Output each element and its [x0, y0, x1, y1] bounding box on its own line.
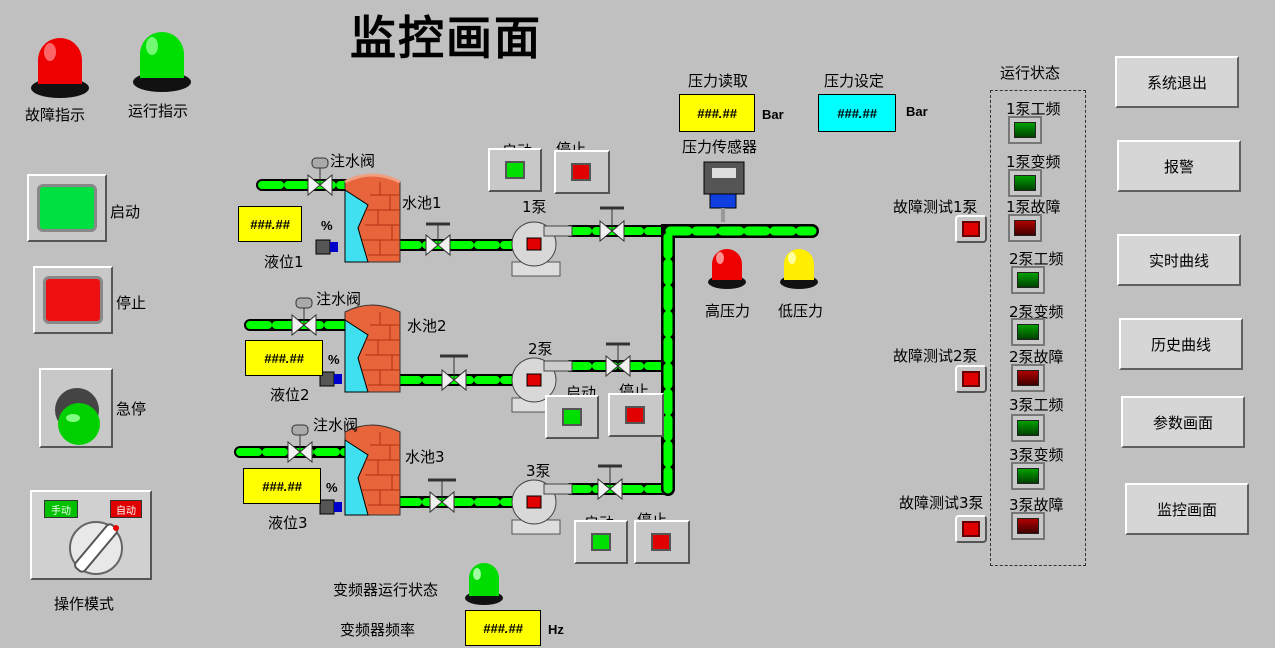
- status-2-indicator: [1008, 169, 1042, 197]
- pump-3-stop-button[interactable]: [634, 520, 690, 564]
- pressure-sensor-label: 压力传感器: [682, 138, 758, 156]
- selector-knob-icon: [69, 521, 123, 575]
- tank-3-name: 水池3: [405, 448, 445, 466]
- emergency-stop-label: 急停: [116, 400, 147, 418]
- status-6-label: 2泵故障: [1009, 348, 1064, 366]
- fault-test-2-label: 故障测试2泵: [893, 347, 978, 365]
- pressure-read-label: 压力读取: [688, 72, 749, 90]
- parameter-screen-button[interactable]: 参数画面: [1121, 396, 1245, 448]
- tank-1-level-label: 液位1: [264, 253, 304, 271]
- run-indicator-label: 运行指示: [128, 102, 189, 120]
- high-pressure-label: 高压力: [705, 302, 751, 320]
- stop-label: 停止: [116, 294, 147, 312]
- mode-selector-switch[interactable]: 手动 自动: [30, 490, 152, 580]
- vfd-frequency-unit: Hz: [548, 622, 564, 637]
- inlet-valve-icons: [287, 157, 333, 464]
- pump-1-start-button[interactable]: [488, 148, 542, 192]
- tank-1-level-unit: %: [321, 218, 333, 233]
- status-8-indicator: [1011, 462, 1045, 490]
- tank-2-level-unit: %: [328, 352, 340, 367]
- fault-test-2-button[interactable]: [955, 365, 987, 393]
- outlet-valve-icons: [425, 206, 631, 514]
- fault-test-1-label: 故障测试1泵: [893, 198, 978, 216]
- level-sensor-icons: [315, 239, 342, 515]
- vfd-status-lamp: [465, 563, 503, 605]
- tank-1-icon: [344, 173, 401, 263]
- status-1-label: 1泵工频: [1006, 100, 1061, 118]
- tank-1-name: 水池1: [402, 194, 442, 212]
- history-curve-button[interactable]: 历史曲线: [1119, 318, 1243, 370]
- status-7-indicator: [1011, 414, 1045, 442]
- pump-1-stop-button[interactable]: [554, 150, 610, 194]
- fault-test-1-button[interactable]: [955, 215, 987, 243]
- monitor-screen-button[interactable]: 监控画面: [1125, 483, 1249, 535]
- tank-2-level-label: 液位2: [270, 386, 310, 404]
- tank-3-icon: [344, 424, 401, 516]
- start-label: 启动: [110, 203, 141, 221]
- status-9-indicator: [1011, 512, 1045, 540]
- low-pressure-label: 低压力: [778, 302, 824, 320]
- status-8-label: 3泵变频: [1009, 446, 1064, 464]
- status-4-label: 2泵工频: [1009, 250, 1064, 268]
- alarm-button[interactable]: 报警: [1117, 140, 1241, 192]
- run-indicator-lamp: [133, 32, 191, 92]
- pump-2-name: 2泵: [528, 340, 553, 358]
- pump-3-name: 3泵: [526, 462, 551, 480]
- fault-indicator-lamp: [31, 38, 89, 98]
- exit-system-button[interactable]: 系统退出: [1115, 56, 1239, 108]
- status-3-indicator: [1008, 214, 1042, 242]
- vfd-status-label: 变频器运行状态: [333, 581, 439, 599]
- stop-button[interactable]: [33, 266, 113, 334]
- high-pressure-lamp: [708, 249, 746, 289]
- status-3-label: 1泵故障: [1006, 198, 1061, 216]
- vfd-frequency-display: ###.##: [465, 610, 541, 646]
- status-panel: [990, 90, 1086, 566]
- page-title: 监控画面: [350, 11, 542, 65]
- status-7-label: 3泵工频: [1009, 396, 1064, 414]
- tank-1-valve-label: 注水阀: [330, 152, 376, 170]
- realtime-curve-button[interactable]: 实时曲线: [1117, 234, 1241, 286]
- tank-2-icon: [344, 304, 401, 393]
- pump-2-start-button[interactable]: [545, 395, 599, 439]
- pump-icons: [511, 221, 573, 535]
- pressure-set-label: 压力设定: [824, 72, 885, 90]
- vfd-frequency-label: 变频器频率: [340, 621, 416, 639]
- pump-1-name: 1泵: [522, 198, 547, 216]
- fault-test-3-button[interactable]: [955, 515, 987, 543]
- fault-indicator-label: 故障指示: [25, 106, 86, 124]
- status-2-label: 1泵变频: [1006, 153, 1061, 171]
- mode-manual-tag: 手动: [44, 500, 78, 518]
- tank-2-valve-label: 注水阀: [316, 290, 362, 308]
- mode-auto-tag: 自动: [110, 500, 142, 518]
- emergency-stop-button[interactable]: [39, 368, 113, 448]
- status-4-indicator: [1011, 266, 1045, 294]
- pump-3-start-button[interactable]: [574, 520, 628, 564]
- status-panel-title: 运行状态: [1000, 64, 1061, 82]
- tank-3-level-unit: %: [326, 480, 338, 495]
- start-button[interactable]: [27, 174, 107, 242]
- status-9-label: 3泵故障: [1009, 496, 1064, 514]
- fault-test-3-label: 故障测试3泵: [899, 494, 984, 512]
- pump-2-stop-button[interactable]: [608, 393, 664, 437]
- tank-3-valve-label: 注水阀: [313, 416, 359, 434]
- low-pressure-lamp: [780, 249, 818, 289]
- pressure-sensor-icon: [703, 161, 745, 222]
- pressure-read-display: ###.##: [679, 94, 755, 132]
- tank-2-level-display: ###.##: [245, 340, 323, 376]
- tank-3-level-display: ###.##: [243, 468, 321, 504]
- pressure-set-input[interactable]: ###.##: [818, 94, 896, 132]
- status-5-indicator: [1011, 318, 1045, 346]
- tank-2-name: 水池2: [407, 317, 447, 335]
- tank-1-level-display: ###.##: [238, 206, 302, 242]
- status-6-indicator: [1011, 364, 1045, 392]
- mode-label: 操作模式: [54, 595, 115, 613]
- tank-3-level-label: 液位3: [268, 514, 308, 532]
- pressure-read-unit: Bar: [762, 107, 784, 122]
- status-1-indicator: [1008, 116, 1042, 144]
- status-5-label: 2泵变频: [1009, 303, 1064, 321]
- pressure-set-unit: Bar: [906, 104, 928, 119]
